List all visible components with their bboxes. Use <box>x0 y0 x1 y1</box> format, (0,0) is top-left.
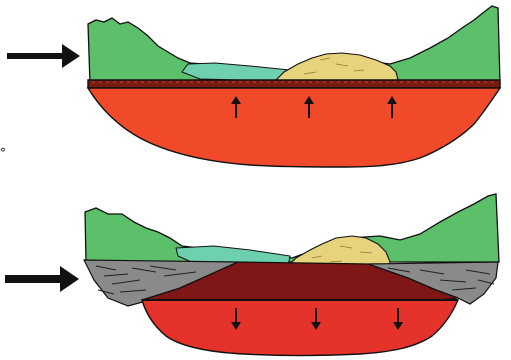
lake <box>182 63 290 80</box>
arrow-right-icon <box>7 44 80 68</box>
arrow-right-icon <box>5 266 79 292</box>
magma-chamber <box>88 88 500 167</box>
vegetated-hills <box>85 194 499 262</box>
panel-before <box>7 6 500 167</box>
sand-deposit <box>276 53 398 80</box>
stray-mark: ° <box>0 147 6 159</box>
magma-chamber <box>142 300 458 356</box>
panel-after <box>5 194 499 356</box>
lava-crust <box>88 80 500 88</box>
